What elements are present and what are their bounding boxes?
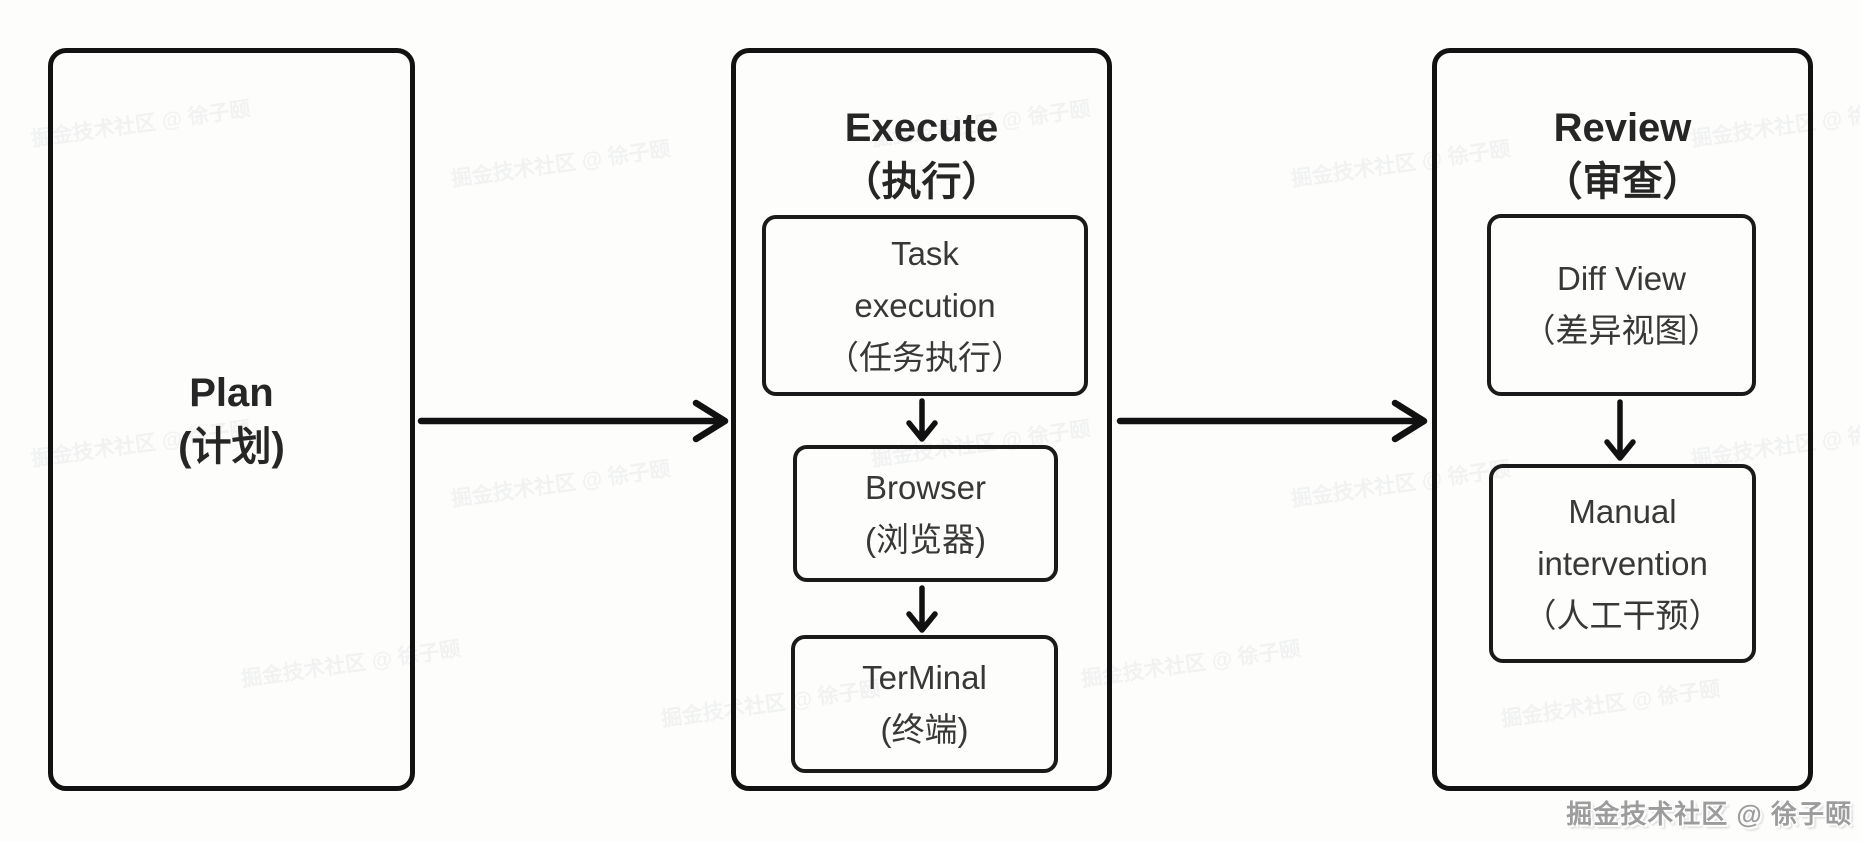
background-watermark-tile: 掘金技术社区 @ 徐子颐: [449, 457, 672, 512]
node-terminal-label-zh: (终端): [880, 711, 969, 748]
arrow-down-diffview-to-manual-icon: [1604, 399, 1636, 461]
node-execute-title-zh: （执行）: [841, 160, 1002, 204]
node-terminal-label-en: TerMinal: [862, 659, 987, 696]
node-terminal: TerMinal (终端): [791, 635, 1058, 773]
node-task-execution-label-line1: Task: [891, 234, 959, 272]
arrow-down-browser-to-terminal-icon: [906, 585, 938, 633]
node-plan: Plan (计划): [48, 48, 415, 791]
node-plan-title: Plan (计划): [178, 366, 285, 474]
node-diff-view-label-en: Diff View: [1556, 260, 1686, 297]
node-task-execution: Task execution （任务执行）: [762, 215, 1088, 396]
arrow-right-execute-to-review-icon: [1116, 399, 1428, 443]
node-execute-title-en: Execute: [844, 106, 999, 150]
node-task-execution-label-line2: execution: [854, 286, 996, 324]
node-manual-intervention-label-line2: intervention: [1537, 544, 1708, 582]
node-diff-view-label-zh: （差异视图）: [1522, 312, 1721, 349]
node-review-title-zh: （审查）: [1542, 160, 1703, 204]
node-browser-label-en: Browser: [864, 468, 987, 506]
node-review: Review （审查）: [1432, 48, 1813, 791]
node-review-title: Review （审查）: [1437, 101, 1808, 209]
node-manual-intervention-label-zh: （人工干预）: [1523, 596, 1722, 634]
node-browser: Browser (浏览器): [793, 445, 1058, 582]
node-review-title-en: Review: [1553, 106, 1692, 150]
arrow-right-plan-to-execute-icon: [417, 399, 729, 443]
node-execute-title: Execute （执行）: [736, 101, 1107, 209]
node-diff-view: Diff View （差异视图）: [1487, 214, 1756, 396]
node-plan-title-en: Plan: [189, 370, 274, 415]
node-execute: Execute （执行）: [731, 48, 1112, 791]
background-watermark-tile: 掘金技术社区 @ 徐子颐: [1079, 637, 1302, 692]
node-manual-intervention: Manual intervention （人工干预）: [1489, 464, 1756, 663]
node-task-execution-label-zh: （任务执行）: [826, 338, 1024, 376]
background-watermark-tile: 掘金技术社区 @ 徐子颐: [449, 137, 672, 192]
node-browser-label-zh: (浏览器): [865, 520, 986, 558]
node-plan-title-zh: (计划): [178, 424, 285, 469]
arrow-down-task-to-browser-icon: [906, 398, 938, 442]
node-manual-intervention-label-line1: Manual: [1568, 492, 1677, 530]
author-watermark: 掘金技术社区 @ 徐子颐: [1566, 799, 1852, 829]
